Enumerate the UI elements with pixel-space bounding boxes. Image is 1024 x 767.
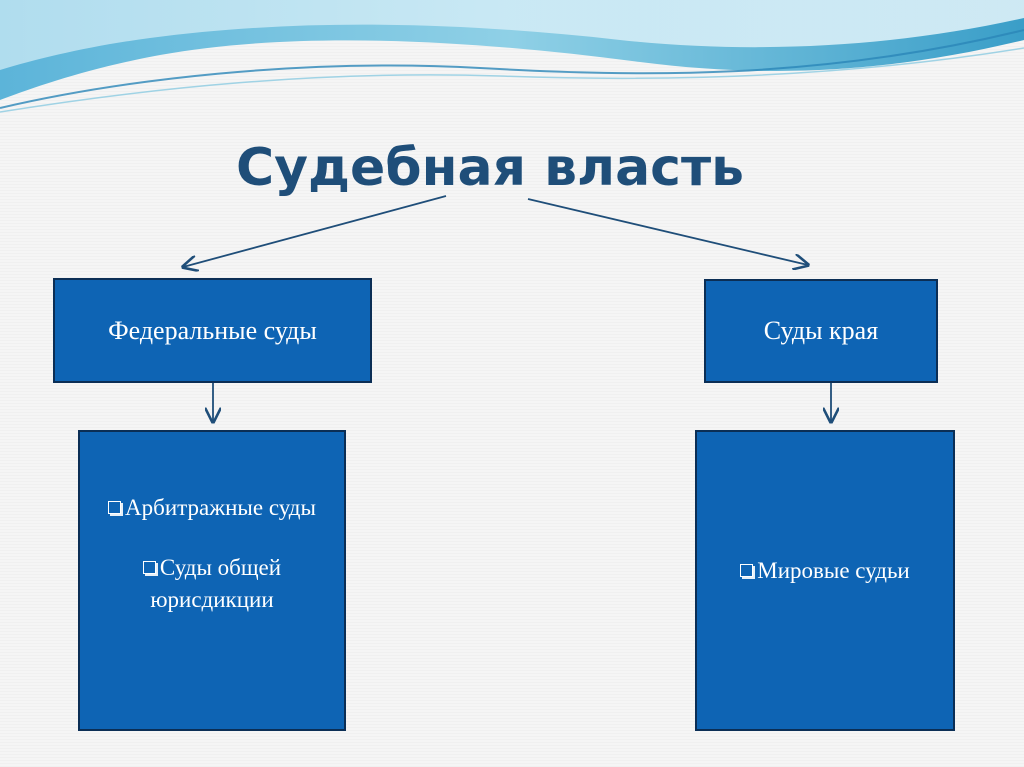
list-item: Мировые судьи [728, 558, 922, 584]
regional-courts-list: Мировые судьи [728, 558, 922, 584]
arrow-title-to-federal [183, 195, 447, 267]
federal-courts-label: Федеральные суды [108, 315, 317, 345]
checkbox-square-icon [740, 563, 754, 577]
list-item-label: Мировые судьи [757, 557, 910, 583]
regional-courts-box: Суды края [704, 279, 938, 383]
slide-title: Судебная власть [235, 138, 745, 198]
list-item-label: Суды общей юрисдикции [150, 555, 282, 612]
checkbox-square-icon [142, 561, 156, 574]
regional-courts-list-box: Мировые судьи [695, 430, 955, 731]
list-item: Суды общей юрисдикции [80, 552, 344, 616]
federal-courts-box: Федеральные суды [53, 278, 372, 383]
arrow-title-to-region [527, 198, 808, 265]
federal-courts-list: Арбитражные суды Суды общей юрисдикции [80, 492, 344, 616]
list-item-label: Арбитражные суды [125, 495, 316, 520]
checkbox-square-icon [108, 501, 122, 514]
decorative-wave-header [0, 0, 1024, 113]
list-item: Арбитражные суды [80, 492, 344, 524]
regional-courts-label: Суды края [763, 316, 879, 345]
federal-courts-list-box: Арбитражные суды Суды общей юрисдикции [78, 430, 346, 731]
